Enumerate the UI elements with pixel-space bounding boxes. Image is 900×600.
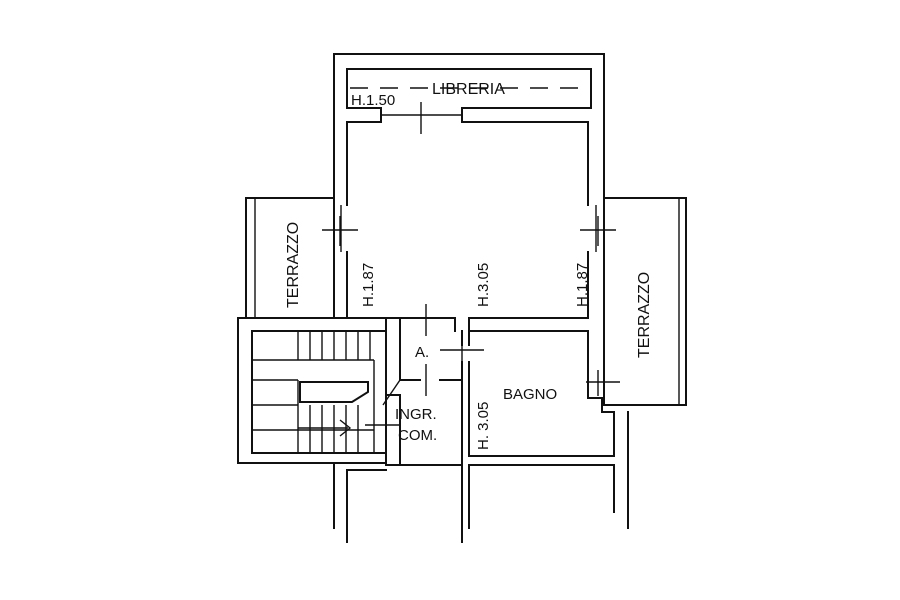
com-label: COM. bbox=[398, 427, 437, 444]
terrazzo-right-outline bbox=[603, 197, 687, 406]
terrazzo-left-outline bbox=[245, 197, 335, 319]
libreria-label: LIBRERIA bbox=[432, 81, 505, 98]
h187-right-label: H.1.87 bbox=[574, 263, 591, 307]
h150-label: H.1.50 bbox=[351, 92, 395, 109]
bagno-label: BAGNO bbox=[503, 386, 557, 403]
main-room-walls bbox=[333, 53, 605, 319]
h305-bagno-label: H. 3.05 bbox=[475, 402, 492, 450]
terrazzo-left-label: TERRAZZO bbox=[285, 222, 302, 308]
bottom-walls bbox=[237, 411, 629, 543]
h187-left-label: H.1.87 bbox=[360, 263, 377, 307]
h305-center-label: H.3.05 bbox=[475, 263, 492, 307]
staircase bbox=[251, 330, 387, 454]
terrazzo-right-label: TERRAZZO bbox=[636, 272, 653, 358]
ingr-label: INGR. bbox=[395, 406, 437, 423]
a-room-label: A. bbox=[415, 344, 429, 361]
opening-markers bbox=[322, 102, 616, 246]
